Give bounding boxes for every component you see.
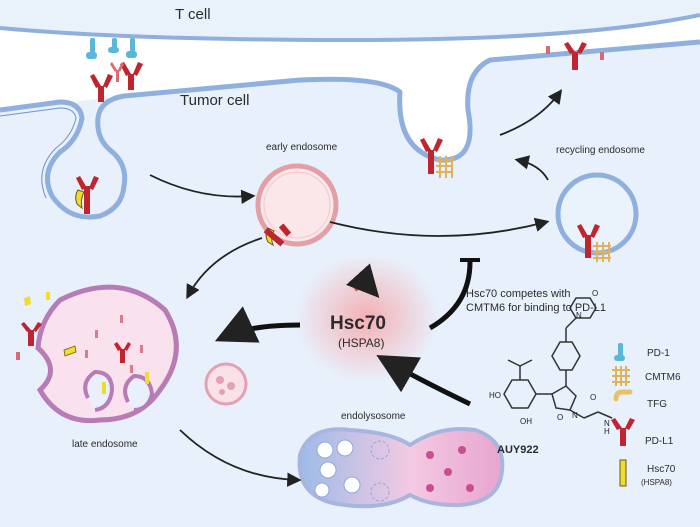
recycling-endosome-label: recycling endosome xyxy=(556,145,645,156)
svg-text:O: O xyxy=(557,413,563,422)
hsc70-icon xyxy=(619,459,627,487)
endolysosome xyxy=(297,427,505,509)
t-cell xyxy=(0,0,700,43)
hsc70-sublabel: (HSPA8) xyxy=(338,336,385,350)
svg-text:N: N xyxy=(604,419,610,428)
svg-text:OH: OH xyxy=(520,417,532,426)
competition-note: Hsc70 competes with CMTM6 for binding to… xyxy=(466,287,606,315)
drug-name-label: AUY922 xyxy=(497,444,539,456)
legend-label-tfg: TFG xyxy=(647,399,667,410)
legend-sublabel-hsc70: (HSPA8) xyxy=(641,478,672,487)
recycling-endosome xyxy=(555,172,639,262)
early-endosome xyxy=(255,163,339,247)
tumor-cell-label: Tumor cell xyxy=(180,92,250,109)
cmtm6-icon xyxy=(612,366,630,386)
auy922-structure xyxy=(503,297,613,419)
svg-text:HO: HO xyxy=(489,391,501,400)
t-cell-label: T cell xyxy=(175,6,211,23)
hsc70-label: Hsc70 xyxy=(330,313,386,334)
scattered-cargo xyxy=(16,292,50,360)
svg-text:O: O xyxy=(592,289,598,298)
hsc70-glow xyxy=(295,254,439,382)
pathway-arrows xyxy=(149,89,563,487)
hsc70-action-arrows xyxy=(214,258,480,407)
svg-text:H: H xyxy=(604,427,610,436)
released-pdl1 xyxy=(546,42,604,70)
internalization-pit-cargo xyxy=(75,176,99,214)
auy922-atom-labels: HO OH O N O N H N O xyxy=(489,289,610,436)
late-endosome-label: late endosome xyxy=(72,439,138,450)
legend-label-pdl1: PD-L1 xyxy=(645,436,674,447)
legend-label-cmtm6: CMTM6 xyxy=(645,372,681,383)
pd1-icon xyxy=(614,343,625,361)
legend-icons xyxy=(611,343,635,487)
tfg-icon xyxy=(613,389,633,402)
pdl1-icon xyxy=(611,418,635,446)
legend-label-pd1: PD-1 xyxy=(647,348,670,359)
early-endosome-label: early endosome xyxy=(266,142,338,153)
recycling-pit-cargo xyxy=(420,138,453,178)
legend-label-hsc70: Hsc70 xyxy=(647,464,676,475)
competition-note-line1: Hsc70 competes with xyxy=(466,288,571,300)
svg-text:N: N xyxy=(572,411,578,420)
pdl1-surface-group xyxy=(90,62,143,102)
svg-text:N: N xyxy=(576,311,582,320)
small-vesicle xyxy=(204,362,248,406)
endolysosome-label: endolysosome xyxy=(341,411,406,422)
competition-note-line2: CMTM6 for binding to PD-L1 xyxy=(466,302,606,314)
svg-text:O: O xyxy=(590,393,596,402)
pd1-receptors xyxy=(86,38,137,59)
late-endosome xyxy=(35,284,179,424)
